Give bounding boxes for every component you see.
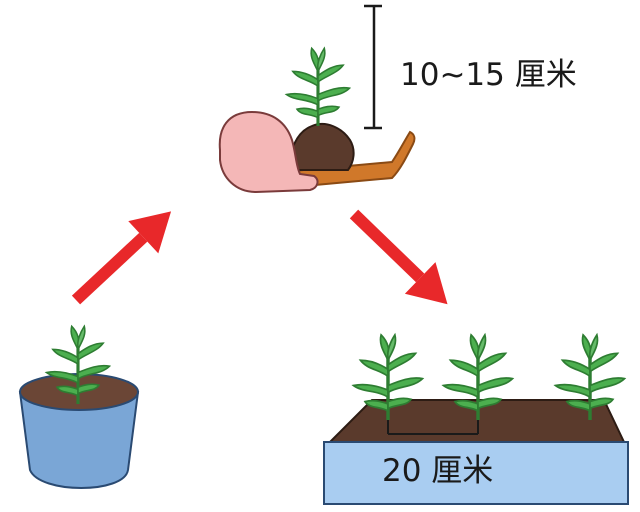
red-arrow-icon <box>349 209 448 305</box>
spacing-bracket <box>387 418 479 435</box>
red-arrow-icon <box>71 211 172 305</box>
hand-with-trowel-group <box>218 46 416 194</box>
soil-clump <box>286 122 355 171</box>
hand-icon <box>218 110 319 194</box>
height-bracket <box>364 4 382 130</box>
height-label: 10~15 厘米 <box>400 57 577 93</box>
planter-box-icon <box>323 333 629 505</box>
trowel-icon <box>281 130 416 190</box>
pot-icon <box>18 324 140 489</box>
seedling-icon <box>284 46 352 128</box>
spacing-label: 20 厘米 <box>382 453 494 489</box>
